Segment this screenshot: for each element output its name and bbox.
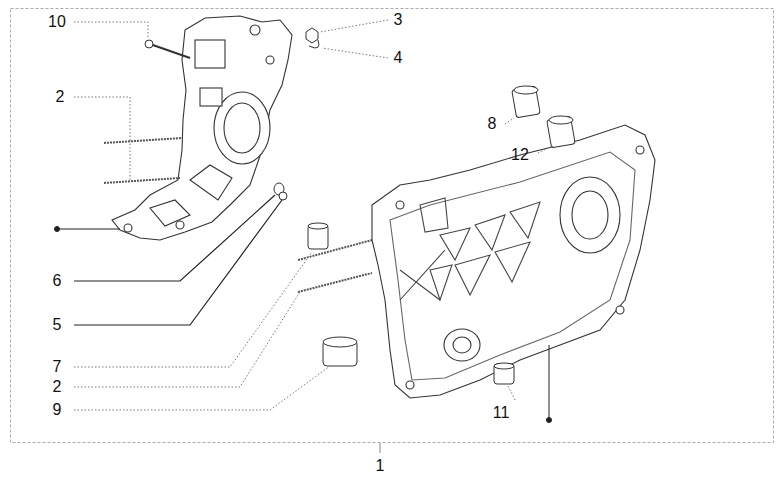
group-leader	[380, 443, 381, 453]
left-crankcase	[112, 16, 292, 240]
callout-number: 3	[394, 11, 403, 29]
stud	[298, 240, 372, 292]
callout-number: 4	[394, 49, 403, 67]
leader-line	[74, 20, 552, 410]
callout-number: 11	[493, 404, 510, 422]
reference-dot	[55, 227, 552, 423]
bolt	[145, 40, 190, 58]
ring	[274, 183, 287, 200]
right-crankcase	[372, 125, 655, 398]
bushing	[308, 223, 328, 249]
callout-number: 7	[53, 358, 62, 376]
leader-line	[74, 195, 282, 325]
callout-number: 2	[56, 88, 65, 106]
callout-number: 5	[53, 316, 62, 334]
nut-and-clip	[306, 28, 319, 48]
callout-number: 9	[53, 401, 62, 419]
callout-number: 6	[53, 272, 62, 290]
callout-number: 2	[53, 378, 62, 396]
bushing	[494, 86, 575, 384]
group-frame	[11, 9, 774, 443]
callout-number: 12	[511, 146, 529, 164]
callout-number: 8	[488, 115, 497, 133]
callout-number: 1	[376, 457, 385, 475]
bushing	[323, 337, 357, 366]
callout-number: 10	[48, 13, 66, 31]
stud	[104, 138, 182, 183]
